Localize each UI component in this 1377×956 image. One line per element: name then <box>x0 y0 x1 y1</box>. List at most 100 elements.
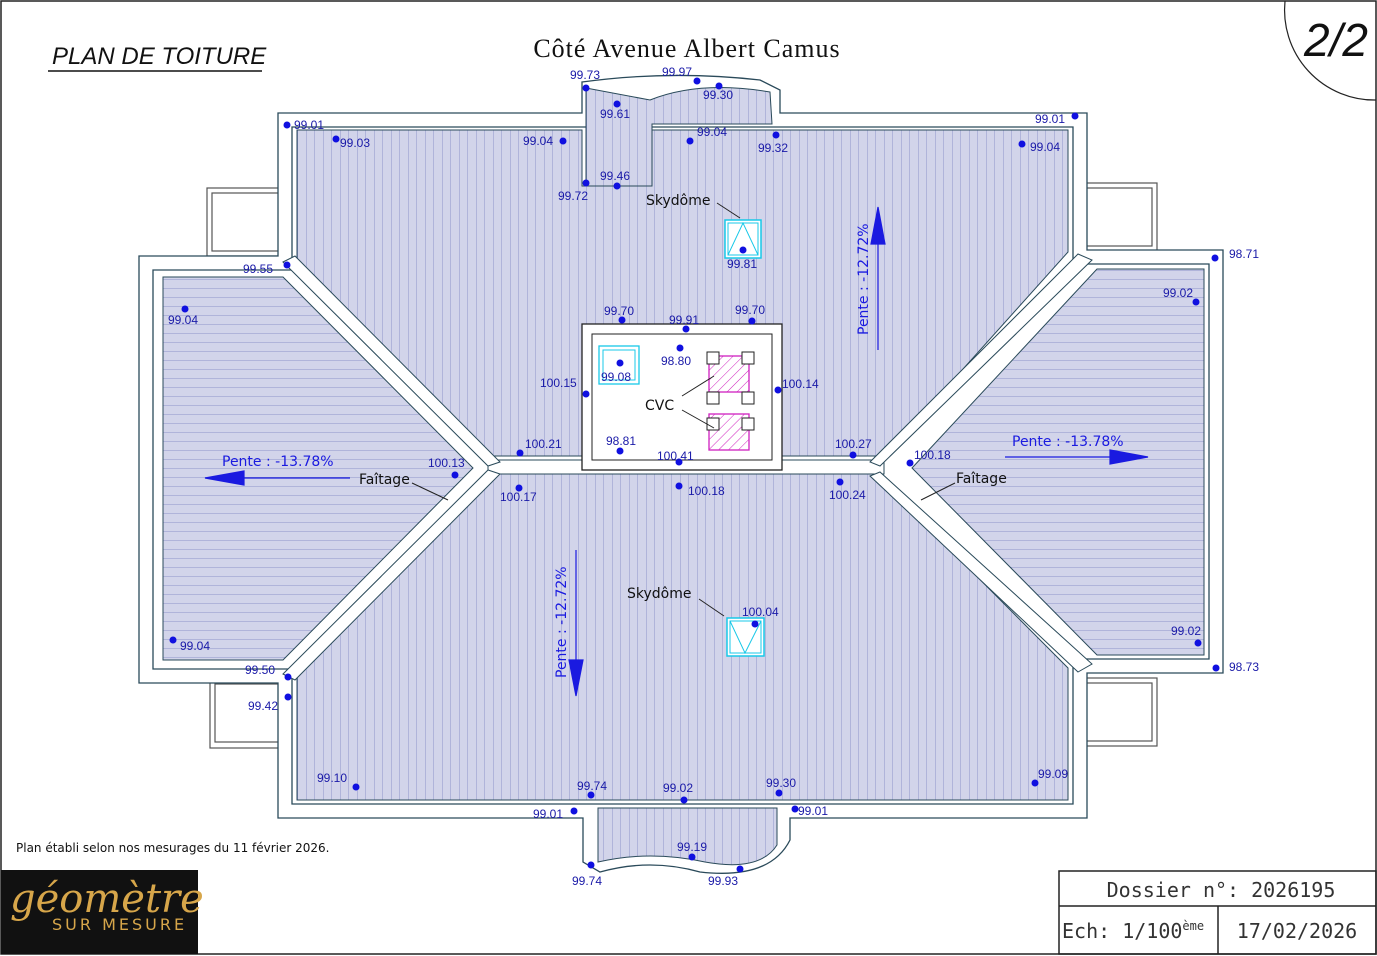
west-roof-slope <box>162 276 474 661</box>
elevation-point-e26 <box>616 447 624 455</box>
east-roof-slope <box>911 268 1205 656</box>
elevation-point-e07 <box>772 131 780 139</box>
elevation-point-e06 <box>686 137 694 145</box>
elevation-label-e37: 99.02 <box>1171 624 1201 638</box>
elevation-label-e19: 99.70 <box>604 304 634 318</box>
elevation-label-e28: 100.27 <box>835 437 872 451</box>
elevation-label-e03: 99.30 <box>703 88 733 102</box>
elevation-point-e27 <box>516 449 524 457</box>
pente-right-label: Pente : -13.78% <box>1012 434 1124 450</box>
elevation-point-e15 <box>283 261 291 269</box>
pente-left-label: Pente : -13.78% <box>222 454 334 470</box>
skydome-bottom-label: Skydôme <box>627 586 691 602</box>
elevation-label-e14: 99.81 <box>727 257 757 271</box>
elevation-point-e16 <box>1211 254 1219 262</box>
elevation-label-e22: 98.80 <box>661 354 691 368</box>
roof-surfaces <box>162 87 1205 866</box>
elevation-label-e24: 100.15 <box>540 376 577 390</box>
dossier-number: Dossier n°: 2026195 <box>1107 878 1336 902</box>
slope-arrows <box>204 206 1149 697</box>
plan-title: PLAN DE TOITURE <box>52 43 267 70</box>
elevation-label-e40: 99.42 <box>248 699 278 713</box>
elevation-label-e46: 99.01 <box>533 807 563 821</box>
elevation-point-e02 <box>693 77 701 85</box>
central-technical-block <box>581 323 783 471</box>
elevation-point-e45 <box>1031 779 1039 787</box>
elevation-point-e50 <box>736 865 744 873</box>
elevation-label-e42: 99.74 <box>577 779 607 793</box>
elevation-point-e04 <box>613 100 621 108</box>
elevation-label-e47: 99.01 <box>798 804 828 818</box>
elevation-point-e42 <box>587 791 595 799</box>
elevation-point-e31 <box>906 459 914 467</box>
street-side-title: Côté Avenue Albert Camus <box>533 34 840 63</box>
elevation-point-e01 <box>582 84 590 92</box>
elevation-point-e05 <box>559 137 567 145</box>
skydome-top-label: Skydôme <box>646 193 710 209</box>
elevation-label-e17: 99.04 <box>168 313 198 327</box>
elevation-point-e36 <box>169 636 177 644</box>
elevation-point-e32 <box>515 484 523 492</box>
elevation-label-e26: 98.81 <box>606 434 636 448</box>
elevation-point-e49 <box>587 861 595 869</box>
elevation-label-e43: 99.02 <box>663 781 693 795</box>
elevation-point-e03 <box>715 82 723 90</box>
elevation-label-e29: 100.41 <box>657 449 694 463</box>
elevation-point-e34 <box>836 478 844 486</box>
elevation-point-e41 <box>352 783 360 791</box>
elevation-label-e06: 99.04 <box>697 125 727 139</box>
elevation-point-e09 <box>332 135 340 143</box>
elevation-point-e21 <box>748 317 756 325</box>
elevation-point-e40 <box>284 693 292 701</box>
faitage-right-leader <box>920 482 956 501</box>
elevation-point-e18 <box>1192 298 1200 306</box>
elevation-point-e30 <box>451 471 459 479</box>
elevation-label-e15: 99.55 <box>243 262 273 276</box>
elevation-point-e12 <box>1071 112 1079 120</box>
elevation-label-e39: 98.73 <box>1229 660 1259 674</box>
elevation-points: 99.73 99.97 99.30 99.61 99.04 99.04 99.32 99.01… <box>168 65 1259 888</box>
elevation-label-e48: 99.19 <box>677 840 707 854</box>
elevation-point-e38 <box>284 673 292 681</box>
sheet-number: 2/2 <box>1303 14 1368 66</box>
elevation-label-e30: 100.13 <box>428 456 465 470</box>
elevation-point-e39 <box>1212 664 1220 672</box>
sheet-corner-arc <box>1283 0 1377 101</box>
elevation-label-e11: 99.72 <box>558 189 588 203</box>
elevation-label-e21: 99.70 <box>735 303 765 317</box>
elevation-label-e01: 99.73 <box>570 68 600 82</box>
elevation-label-e25: 100.14 <box>782 377 819 391</box>
elevation-point-e08 <box>283 121 291 129</box>
elevation-label-e41: 99.10 <box>317 771 347 785</box>
pente-top-label: Pente : -12.72% <box>856 223 872 335</box>
elevation-label-e36: 99.04 <box>180 639 210 653</box>
elevation-label-e08: 99.01 <box>294 118 324 132</box>
elevation-label-e10: 99.46 <box>600 169 630 183</box>
elevation-point-e19 <box>618 316 626 324</box>
north-bay-roof <box>585 87 773 187</box>
small-skydome <box>598 345 640 385</box>
faitage-left-label: Faîtage <box>359 472 410 488</box>
elevation-label-e33: 100.18 <box>688 484 725 498</box>
elevation-point-e11 <box>582 179 590 187</box>
elevation-label-e02: 99.97 <box>662 65 692 79</box>
logo-word: géomètre <box>10 876 204 922</box>
elevation-point-e33 <box>675 482 683 490</box>
elevation-point-e14 <box>739 246 747 254</box>
elevation-point-e29 <box>675 458 683 466</box>
elevation-point-e44 <box>775 789 783 797</box>
elevation-label-e45: 99.09 <box>1038 767 1068 781</box>
logo-background <box>1 870 198 954</box>
survey-note: Plan établi selon nos mesurages du 11 fé… <box>16 841 330 855</box>
elevation-label-e04: 99.61 <box>600 107 630 121</box>
date: 17/02/2026 <box>1237 919 1357 943</box>
faitage-left-leader <box>411 482 449 501</box>
elevation-point-e13 <box>1018 140 1026 148</box>
title-block <box>1058 870 1377 955</box>
faitage-right-label: Faîtage <box>956 471 1007 487</box>
elevation-label-e05: 99.04 <box>523 134 553 148</box>
elevation-point-e48 <box>688 853 696 861</box>
elevation-label-e07: 99.32 <box>758 141 788 155</box>
